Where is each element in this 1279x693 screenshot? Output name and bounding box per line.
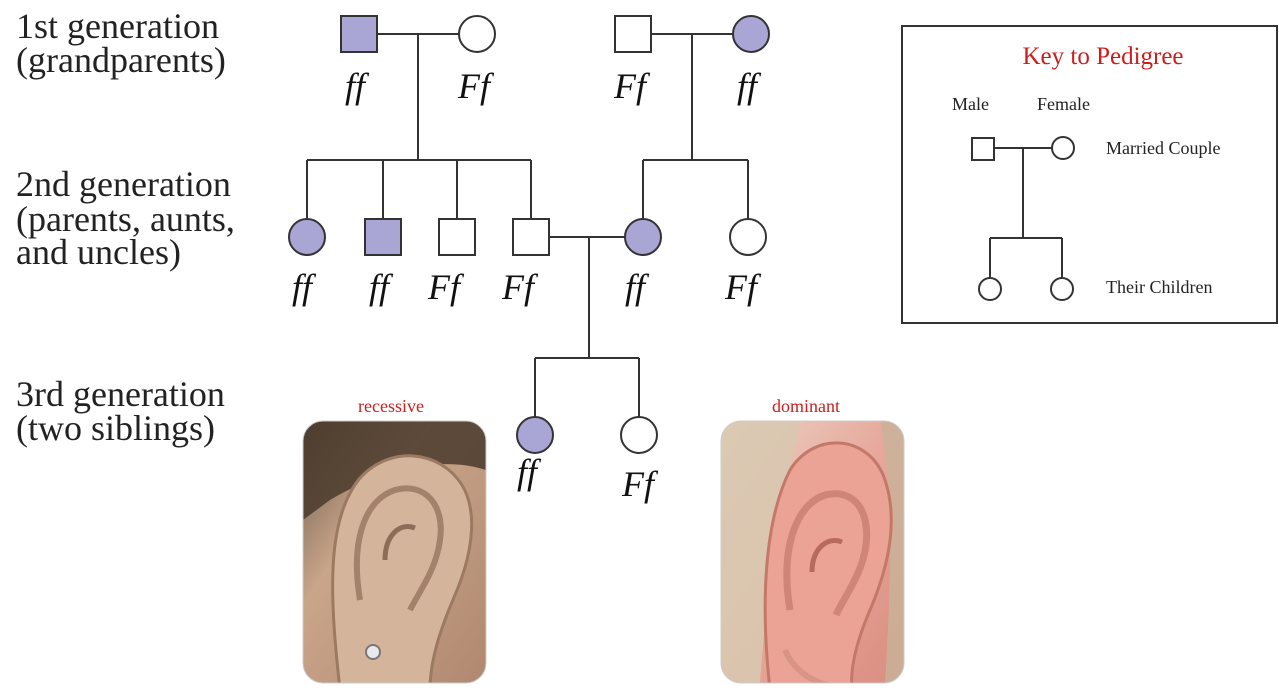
- key-child-symbol-2: [1051, 278, 1073, 300]
- key-title: Key to Pedigree: [1022, 43, 1183, 70]
- female-symbol-p1: [289, 219, 325, 255]
- recessive-label: recessive: [358, 396, 424, 416]
- generation-3-subtitle: (two siblings): [16, 408, 215, 448]
- female-symbol-gp4: [733, 16, 769, 52]
- key-female-label: Female: [1037, 94, 1090, 114]
- key-child-symbol-1: [979, 278, 1001, 300]
- genotype-p3: Ff: [427, 267, 465, 307]
- genotype-p2: ff: [369, 267, 394, 307]
- genotype-gp2: Ff: [457, 66, 495, 106]
- genotype-c2: Ff: [621, 464, 659, 504]
- female-symbol-gp2: [459, 16, 495, 52]
- key-box: [902, 26, 1277, 323]
- generation-1-subtitle: (grandparents): [16, 40, 226, 80]
- male-symbol-p3: [439, 219, 475, 255]
- generation-label-2: 2nd generation (parents, aunts, and uncl…: [16, 164, 235, 272]
- key-male-symbol: [972, 138, 994, 160]
- pedigree-key: Key to Pedigree Male Female Married Coup…: [902, 26, 1277, 323]
- male-symbol-gp1: [341, 16, 377, 52]
- genotype-p1: ff: [292, 267, 317, 307]
- generation-label-3: 3rd generation (two siblings): [16, 374, 225, 448]
- genotype-p4: Ff: [501, 267, 539, 307]
- key-female-symbol: [1052, 137, 1074, 159]
- dominant-label: dominant: [772, 396, 840, 416]
- recessive-ear-photo: [303, 421, 486, 688]
- male-symbol-p2: [365, 219, 401, 255]
- generation-2-title: 2nd generation: [16, 164, 231, 204]
- genotype-p6: Ff: [724, 267, 762, 307]
- generation-2-subtitle-2: and uncles): [16, 232, 181, 272]
- male-symbol-gp3: [615, 16, 651, 52]
- female-symbol-c2: [621, 417, 657, 453]
- genotype-gp4: ff: [737, 66, 762, 106]
- generation-label-1: 1st generation (grandparents): [16, 6, 226, 80]
- female-symbol-c1: [517, 417, 553, 453]
- female-symbol-p5: [625, 219, 661, 255]
- male-symbol-p4: [513, 219, 549, 255]
- female-symbol-p6: [730, 219, 766, 255]
- genotype-gp3: Ff: [613, 66, 651, 106]
- key-couple-label: Married Couple: [1106, 138, 1220, 158]
- key-male-label: Male: [952, 94, 989, 114]
- genotype-c1: ff: [517, 452, 542, 492]
- genotype-p5: ff: [625, 267, 650, 307]
- key-children-label: Their Children: [1106, 277, 1212, 297]
- genotype-gp1: ff: [345, 66, 370, 106]
- dominant-ear-photo: [721, 421, 904, 688]
